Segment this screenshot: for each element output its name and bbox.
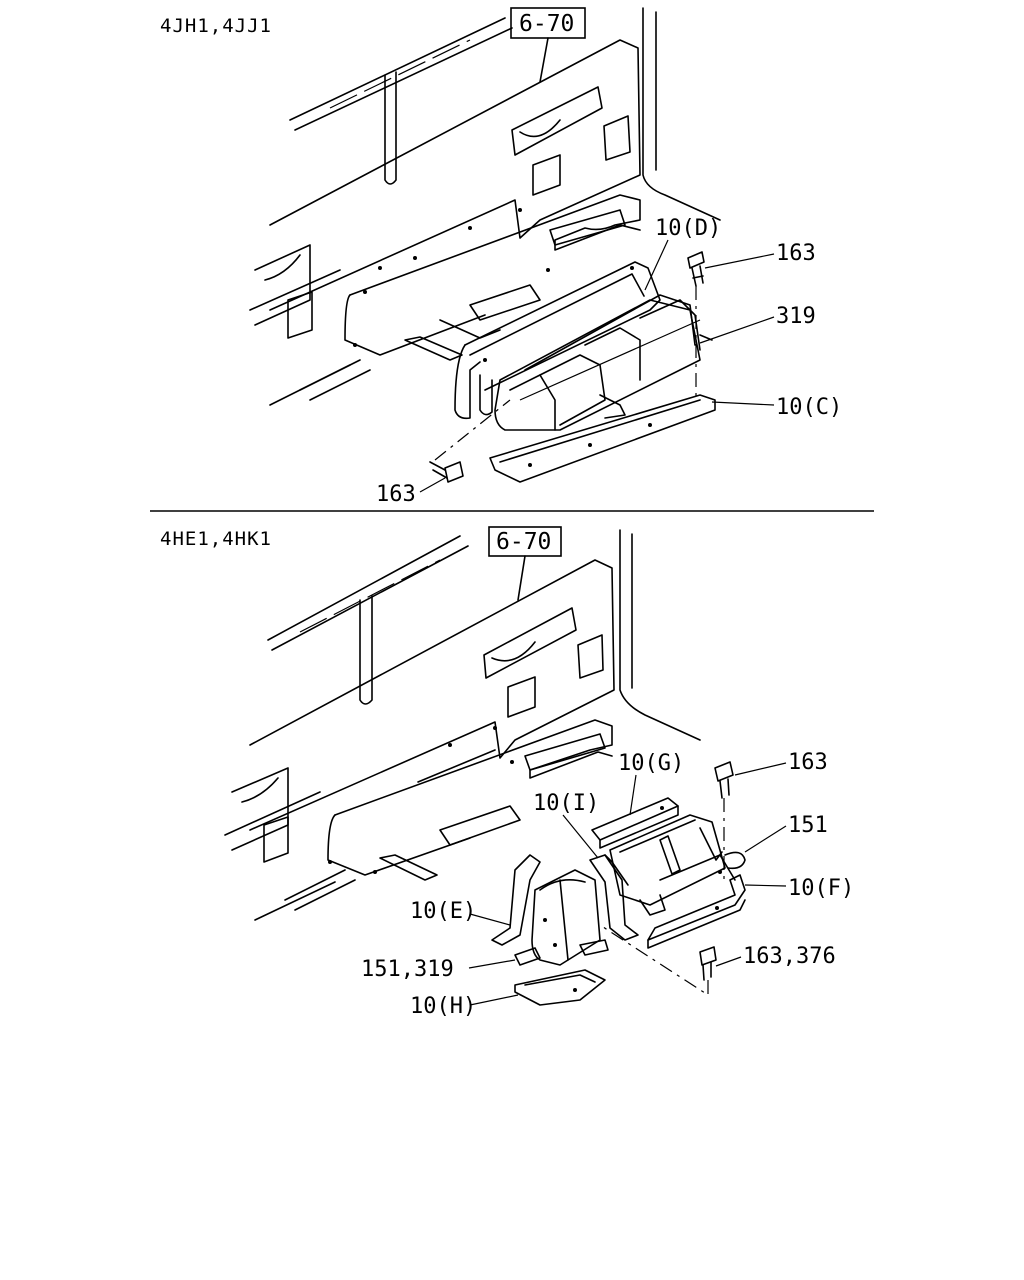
callout-10c: 10(C) (776, 395, 842, 420)
bottom-model-label: 4HE1,4HK1 (160, 528, 272, 550)
top-model-label: 4JH1,4JJ1 (160, 15, 272, 37)
bottom-part-10h (514, 939, 609, 1006)
bottom-cab-panel (224, 529, 701, 863)
bottom-part-151 (609, 814, 746, 916)
top-cab-panel (249, 7, 721, 339)
top-section: 4JH1,4JJ1 6-70 (160, 7, 842, 507)
bottom-part-10e (491, 854, 601, 966)
top-bolt-upper (687, 251, 705, 400)
callout-151-319: 151,319 (361, 957, 454, 982)
bottom-bolt-upper (714, 761, 734, 880)
top-part-319 (494, 294, 713, 431)
bottom-part-10g (591, 797, 679, 849)
callout-163-376: 163,376 (743, 944, 836, 969)
callout-319: 319 (776, 304, 816, 329)
bottom-part-10f (647, 854, 746, 949)
callout-163: 163 (788, 750, 828, 775)
callout-10d: 10(D) (655, 216, 721, 241)
callout-151: 151 (788, 813, 828, 838)
callout-10i: 10(I) (533, 791, 599, 816)
bottom-section: 4HE1,4HK1 6-70 (160, 526, 854, 1019)
callout-10e: 10(E) (410, 899, 476, 924)
top-callouts: 10(D) 163 319 10(C) 163 (376, 216, 842, 507)
bottom-callouts: 10(G) 163 10(I) 151 10(F) 10(E) 163,376 … (361, 750, 854, 1019)
top-part-10c (489, 394, 716, 483)
top-ref-leader (539, 37, 549, 83)
callout-163-upper: 163 (776, 241, 816, 266)
top-bolt-lower (429, 399, 511, 483)
top-ref-label: 6-70 (519, 11, 574, 37)
callout-10h: 10(H) (410, 994, 476, 1019)
top-part-10d (454, 261, 661, 420)
bottom-ref-label: 6-70 (496, 529, 551, 555)
bottom-ref-leader (517, 555, 526, 601)
bottom-bolt-lower (599, 924, 717, 997)
bottom-part-10i (589, 854, 639, 941)
top-floor-plate (269, 194, 641, 406)
callout-163-lower: 163 (376, 482, 416, 507)
bottom-floor-plate (254, 719, 613, 921)
callout-10g: 10(G) (618, 751, 684, 776)
callout-10f: 10(F) (788, 876, 854, 901)
